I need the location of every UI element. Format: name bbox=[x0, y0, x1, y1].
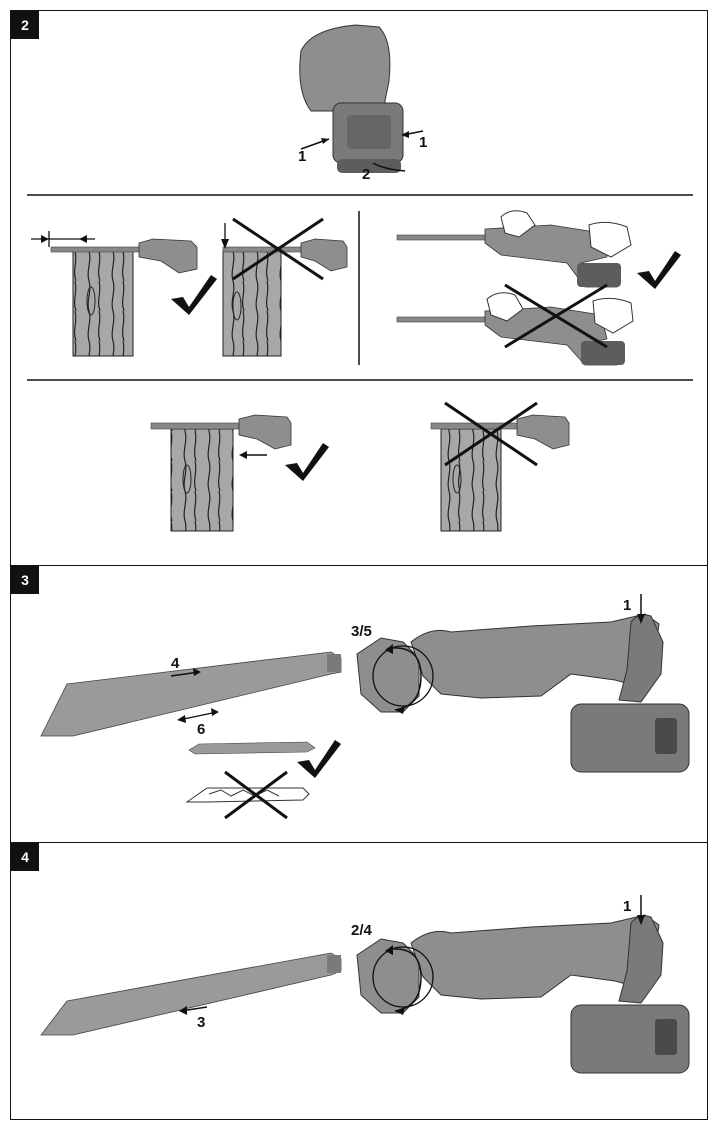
callout-label-4: 4 bbox=[171, 655, 180, 672]
callout-label-3-5: 3/5 bbox=[351, 623, 372, 640]
saw-blade-illustration bbox=[40, 651, 342, 737]
callout-label-2-4: 2/4 bbox=[351, 922, 373, 939]
press-arrow-1-section-4 bbox=[637, 895, 645, 925]
section-3-panel: 3 4 6 bbox=[10, 565, 708, 843]
section-3-number: 3 bbox=[11, 566, 39, 594]
section-2-graphics: 1 1 2 bbox=[27, 24, 693, 532]
check-mark-icon-4 bbox=[297, 740, 341, 778]
callout-label-2: 2 bbox=[362, 166, 370, 183]
section-3-graphics: 4 6 bbox=[40, 594, 690, 820]
rotate-arrow-2-4 bbox=[385, 945, 422, 1015]
section-4-panel: 4 3 2/4 bbox=[10, 842, 708, 1120]
saw-blade-illustration-2 bbox=[40, 952, 342, 1036]
move-arrow-6 bbox=[177, 708, 219, 723]
wood-board-bottom-wrong bbox=[430, 414, 570, 532]
callout-arrow-2 bbox=[372, 162, 406, 172]
cross-mark-icon-4 bbox=[224, 770, 288, 820]
wood-board-illustration-wrong bbox=[221, 223, 348, 357]
section-4-number: 4 bbox=[11, 843, 39, 871]
blade-wrong-illustration bbox=[185, 787, 310, 803]
callout-label-1-right: 1 bbox=[419, 134, 427, 151]
saw-rear-view-illustration bbox=[299, 24, 404, 173]
cross-mark-icon-2 bbox=[504, 283, 608, 349]
callout-arrow-1-left bbox=[300, 138, 330, 150]
blade-correct-illustration bbox=[188, 741, 316, 755]
saw-held-wrong-illustration bbox=[396, 292, 634, 366]
section-4-graphics: 3 2/4 1 bbox=[40, 895, 690, 1074]
reciprocating-saw-illustration bbox=[50, 238, 198, 274]
press-arrow-1 bbox=[637, 594, 645, 624]
reciprocating-saw-illustration-2 bbox=[356, 613, 690, 773]
insert-arrow-4 bbox=[170, 668, 201, 677]
callout-label-1-button: 1 bbox=[623, 597, 631, 614]
cross-mark-icon bbox=[232, 217, 324, 281]
callout-label-3: 3 bbox=[197, 1014, 205, 1031]
reciprocating-saw-illustration-3 bbox=[356, 914, 690, 1074]
check-mark-icon-3 bbox=[285, 443, 329, 481]
cross-mark-icon-3 bbox=[444, 401, 538, 467]
saw-held-correct-illustration bbox=[396, 210, 632, 288]
wood-board-illustration bbox=[72, 250, 134, 357]
section-2-number: 2 bbox=[11, 11, 39, 39]
remove-arrow-3 bbox=[179, 1006, 208, 1015]
check-mark-icon bbox=[171, 275, 217, 315]
callout-label-6: 6 bbox=[197, 721, 205, 738]
distance-arrows bbox=[31, 231, 95, 247]
section-2-panel: 2 1 1 bbox=[10, 10, 708, 566]
callout-label-1-left: 1 bbox=[298, 148, 306, 165]
callout-arrow-1-right bbox=[401, 130, 424, 138]
callout-label-1-button-section-4: 1 bbox=[623, 898, 631, 915]
check-mark-icon-2 bbox=[637, 251, 681, 289]
rotate-arrow-3-5 bbox=[385, 644, 422, 714]
wood-board-bottom-correct bbox=[150, 414, 292, 532]
